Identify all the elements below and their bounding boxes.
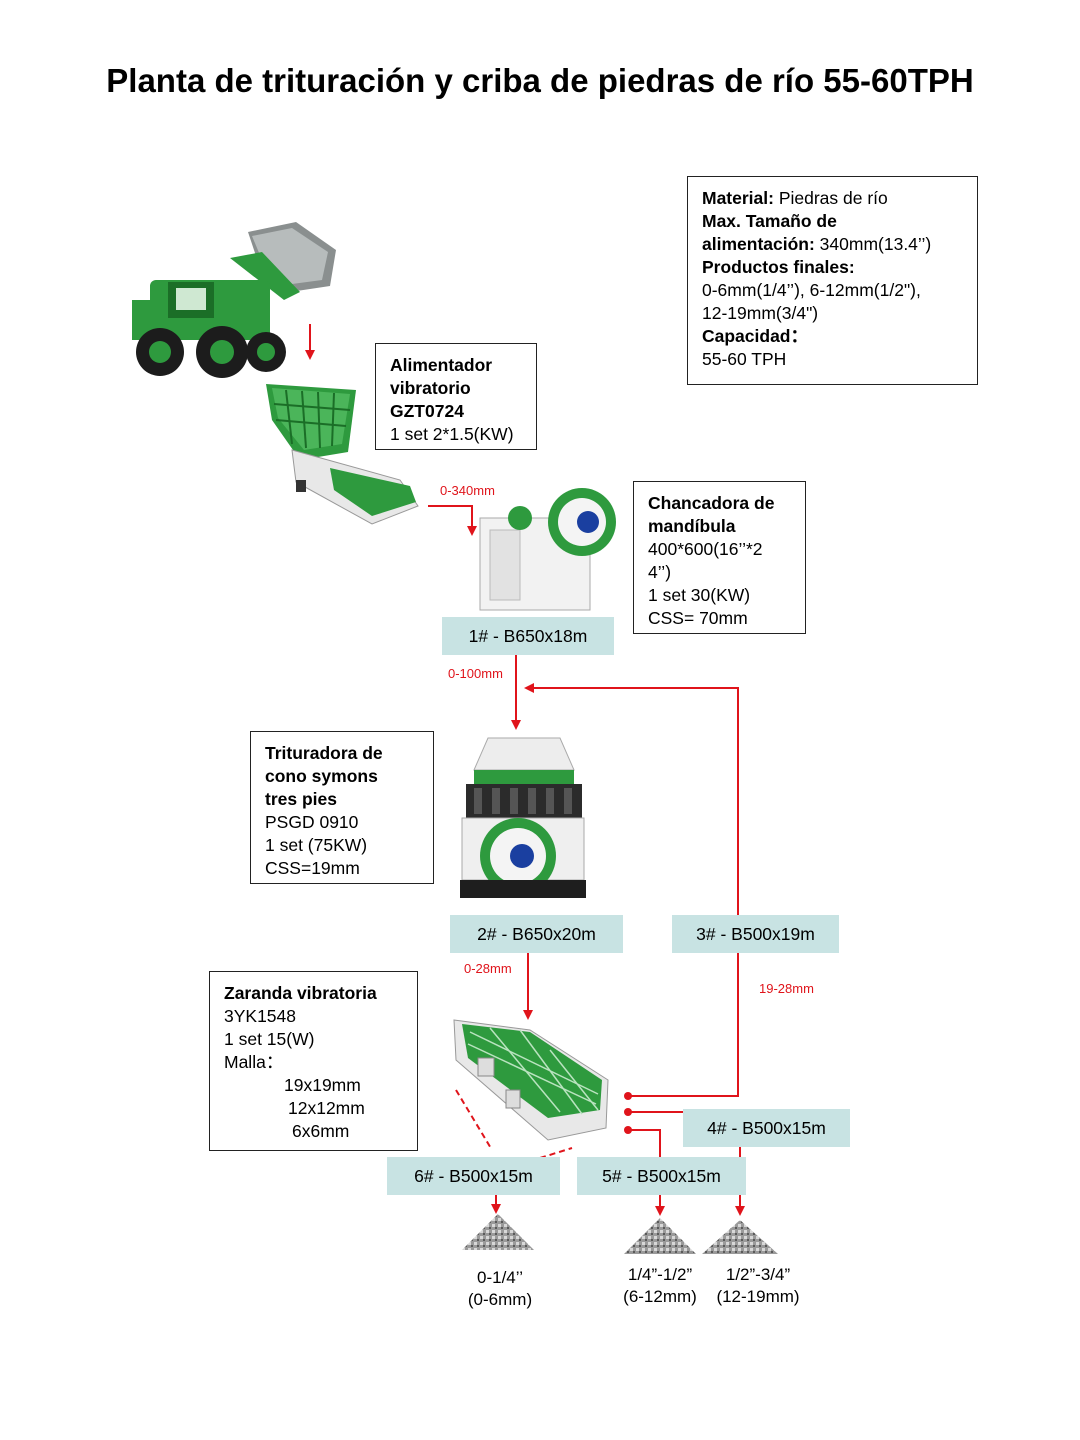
cone-name-2: cono symons [265,766,378,786]
product-0-6: 0-1/4’’ (0-6mm) [440,1267,560,1311]
jaw-name: Chancadora de [648,493,775,513]
conveyor-6: 6# - B500x15m [387,1157,560,1195]
material-spec-box: Material: Piedras de río Max. Tamaño de … [687,176,978,385]
jaw-name-2: mandíbula [648,516,736,536]
max-feed-label: Max. Tamaño de [702,211,837,231]
feeder-name-2: vibratorio [390,378,471,398]
products-value: 0-6mm(1/4’’), 6-12mm(1/2"), [702,280,921,300]
cone-name: Trituradora de [265,743,383,763]
pile-icon [624,1218,696,1254]
wheel-loader-icon [132,222,336,378]
screen-mesh-label: Malla： [224,1052,284,1072]
material-label: Material: [702,188,774,208]
screen-power: 1 set 15(W) [224,1029,315,1049]
product-size-inch: 1/2”-3/4” [725,1265,791,1284]
return-to-cone-arrow [524,683,739,916]
vibrating-screen-icon [453,1019,609,1141]
conveyor-5: 5# - B500x15m [577,1157,746,1195]
product-size-inch: 0-1/4’’ [477,1268,523,1287]
feeder-info-box: Alimentador vibratorio GZT0724 1 set 2*1… [375,343,537,450]
capacity-value: 55-60 TPH [702,349,787,369]
products-value-2: 12-19mm(3/4") [702,303,819,323]
products-label: Productos finales: [702,257,855,277]
pile-icon [462,1214,534,1250]
feeder-name: Alimentador [390,355,493,375]
flow-label: 19-28mm [759,981,814,996]
jaw-size: 400*600(16’’*2 [648,539,763,559]
cone-name-3: tres pies [265,789,337,809]
jaw-crusher-icon [479,488,616,611]
flow-label: 0-28mm [464,961,512,976]
conveyor-2: 2# - B650x20m [450,915,623,953]
jaw-css: CSS= 70mm [648,608,748,628]
flow-label: 0-100mm [448,666,503,681]
product-size-inch: 1/4”-1/2” [627,1265,693,1284]
conveyor-3: 3# - B500x19m [672,915,839,953]
feeder-detail: 1 set 2*1.5(KW) [390,424,514,444]
product-size-mm: (0-6mm) [467,1290,533,1309]
max-feed-value: 340mm(13.4’’) [814,234,932,254]
jaw-crusher-info-box: Chancadora de mandíbula 400*600(16’’*2 4… [633,481,806,634]
oversize-return-line [628,952,739,1097]
flow-label: 0-340mm [440,483,495,498]
vibrating-feeder-icon [266,384,419,525]
jaw-power: 1 set 30(KW) [648,585,751,605]
capacity-label: Capacidad： [702,326,808,346]
mesh-size: 19x19mm [284,1075,361,1095]
cone-crusher-info-box: Trituradora de cono symons tres pies PSG… [250,731,434,884]
cone-css: CSS=19mm [265,858,360,878]
pile-icon [702,1220,778,1254]
feeder-to-jaw-arrow [428,505,477,536]
conveyor-1: 1# - B650x18m [442,617,614,655]
screen-info-box: Zaranda vibratoria 3YK1548 1 set 15(W) M… [209,971,418,1151]
mesh-size: 6x6mm [292,1121,350,1141]
screen-name: Zaranda vibratoria [224,983,377,1003]
screen-model: 3YK1548 [224,1006,297,1026]
conveyor-4: 4# - B500x15m [683,1109,850,1147]
product-size-mm: (12-19mm) [716,1287,800,1306]
page-title: Planta de trituración y criba de piedras… [106,62,974,99]
mesh-size: 12x12mm [288,1098,365,1118]
product-12-19: 1/2”-3/4” (12-19mm) [704,1264,812,1308]
max-feed-label-2: alimentación: [702,234,815,254]
cone-power: 1 set (75KW) [265,835,368,855]
cone-crusher-icon [460,737,586,898]
material-value: Piedras de río [773,188,888,208]
product-size-mm: (6-12mm) [623,1287,697,1306]
product-6-12: 1/4”-1/2” (6-12mm) [610,1264,710,1308]
feeder-model: GZT0724 [390,401,464,421]
jaw-size-2: 4’’) [648,562,672,582]
cone-model: PSGD 0910 [265,812,359,832]
